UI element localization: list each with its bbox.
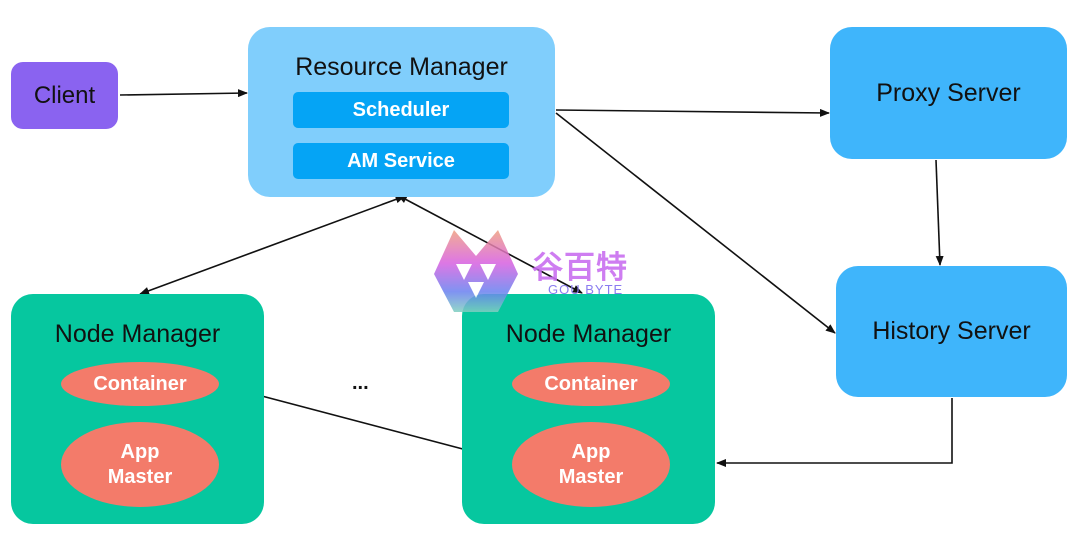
arrow-history-to-nm2 — [716, 398, 953, 467]
client-label: Client — [33, 81, 96, 109]
proxy-server-node: Proxy Server — [830, 27, 1067, 159]
app-master-ellipse: App Master — [61, 422, 219, 507]
arrow-rm-to-history — [555, 112, 836, 334]
resource-manager-node: Resource Manager Scheduler AM Service — [248, 27, 555, 197]
container-ellipse: Container — [512, 362, 670, 406]
node-manager-title: Node Manager — [54, 320, 221, 348]
watermark-logo-icon — [434, 230, 518, 312]
client-node: Client — [11, 62, 118, 129]
ellipsis-more-nodes: ... — [352, 372, 369, 394]
arrow-proxy-to-history — [935, 159, 944, 266]
resource-manager-title: Resource Manager — [295, 53, 508, 81]
node-manager-2: Node Manager Container App Master — [462, 294, 715, 524]
app-master-ellipse: App Master — [512, 422, 670, 507]
am-service-component: AM Service — [293, 143, 509, 179]
scheduler-component: Scheduler — [293, 92, 509, 128]
arrow-rm-to-proxy — [555, 108, 830, 117]
container-ellipse: Container — [61, 362, 219, 406]
watermark-subtext: GOU BYTE — [548, 282, 624, 297]
arrow-rm-nm1 — [139, 195, 406, 295]
history-server-node: History Server — [836, 266, 1067, 397]
arrow-client-to-rm — [119, 89, 248, 98]
watermark-text: 谷百特 — [532, 250, 628, 285]
node-manager-1: Node Manager Container App Master — [11, 294, 264, 524]
node-manager-title: Node Manager — [505, 320, 672, 348]
proxy-server-label: Proxy Server — [876, 78, 1021, 107]
history-server-label: History Server — [872, 317, 1031, 345]
